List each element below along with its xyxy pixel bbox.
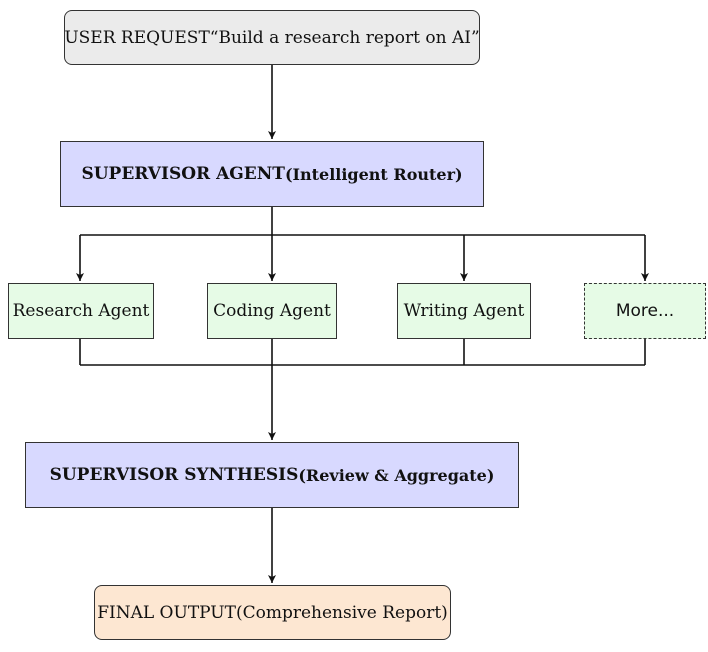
more-agents-node: More...	[584, 283, 706, 339]
final-output-node: FINAL OUTPUT(Comprehensive Report)	[94, 585, 451, 640]
research-agent-label: Research Agent	[12, 301, 150, 321]
research-agent-node: Research Agent	[8, 283, 154, 339]
writing-agent-node: Writing Agent	[397, 283, 531, 339]
coding-agent-node: Coding Agent	[207, 283, 337, 339]
user-request-node: USER REQUEST“Build a research report on …	[64, 10, 480, 65]
user-request-label: USER REQUEST	[64, 27, 210, 48]
user-request-quote: “Build a research report on AI”	[209, 27, 480, 48]
final-output-label: FINAL OUTPUT	[97, 602, 236, 623]
writing-agent-label: Writing Agent	[403, 301, 525, 321]
supervisor-synthesis-subtitle: (Review & Aggregate)	[298, 465, 495, 485]
coding-agent-label: Coding Agent	[213, 301, 331, 321]
supervisor-synthesis-label: SUPERVISOR SYNTHESIS	[49, 465, 299, 485]
supervisor-agent-subtitle: (Intelligent Router)	[284, 164, 463, 184]
supervisor-agent-label: SUPERVISOR AGENT	[81, 164, 285, 184]
final-output-subtitle: (Comprehensive Report)	[235, 602, 448, 623]
more-agents-label: More...	[615, 301, 675, 321]
supervisor-agent-node: SUPERVISOR AGENT(Intelligent Router)	[60, 141, 484, 207]
supervisor-synthesis-node: SUPERVISOR SYNTHESIS(Review & Aggregate)	[25, 442, 519, 508]
